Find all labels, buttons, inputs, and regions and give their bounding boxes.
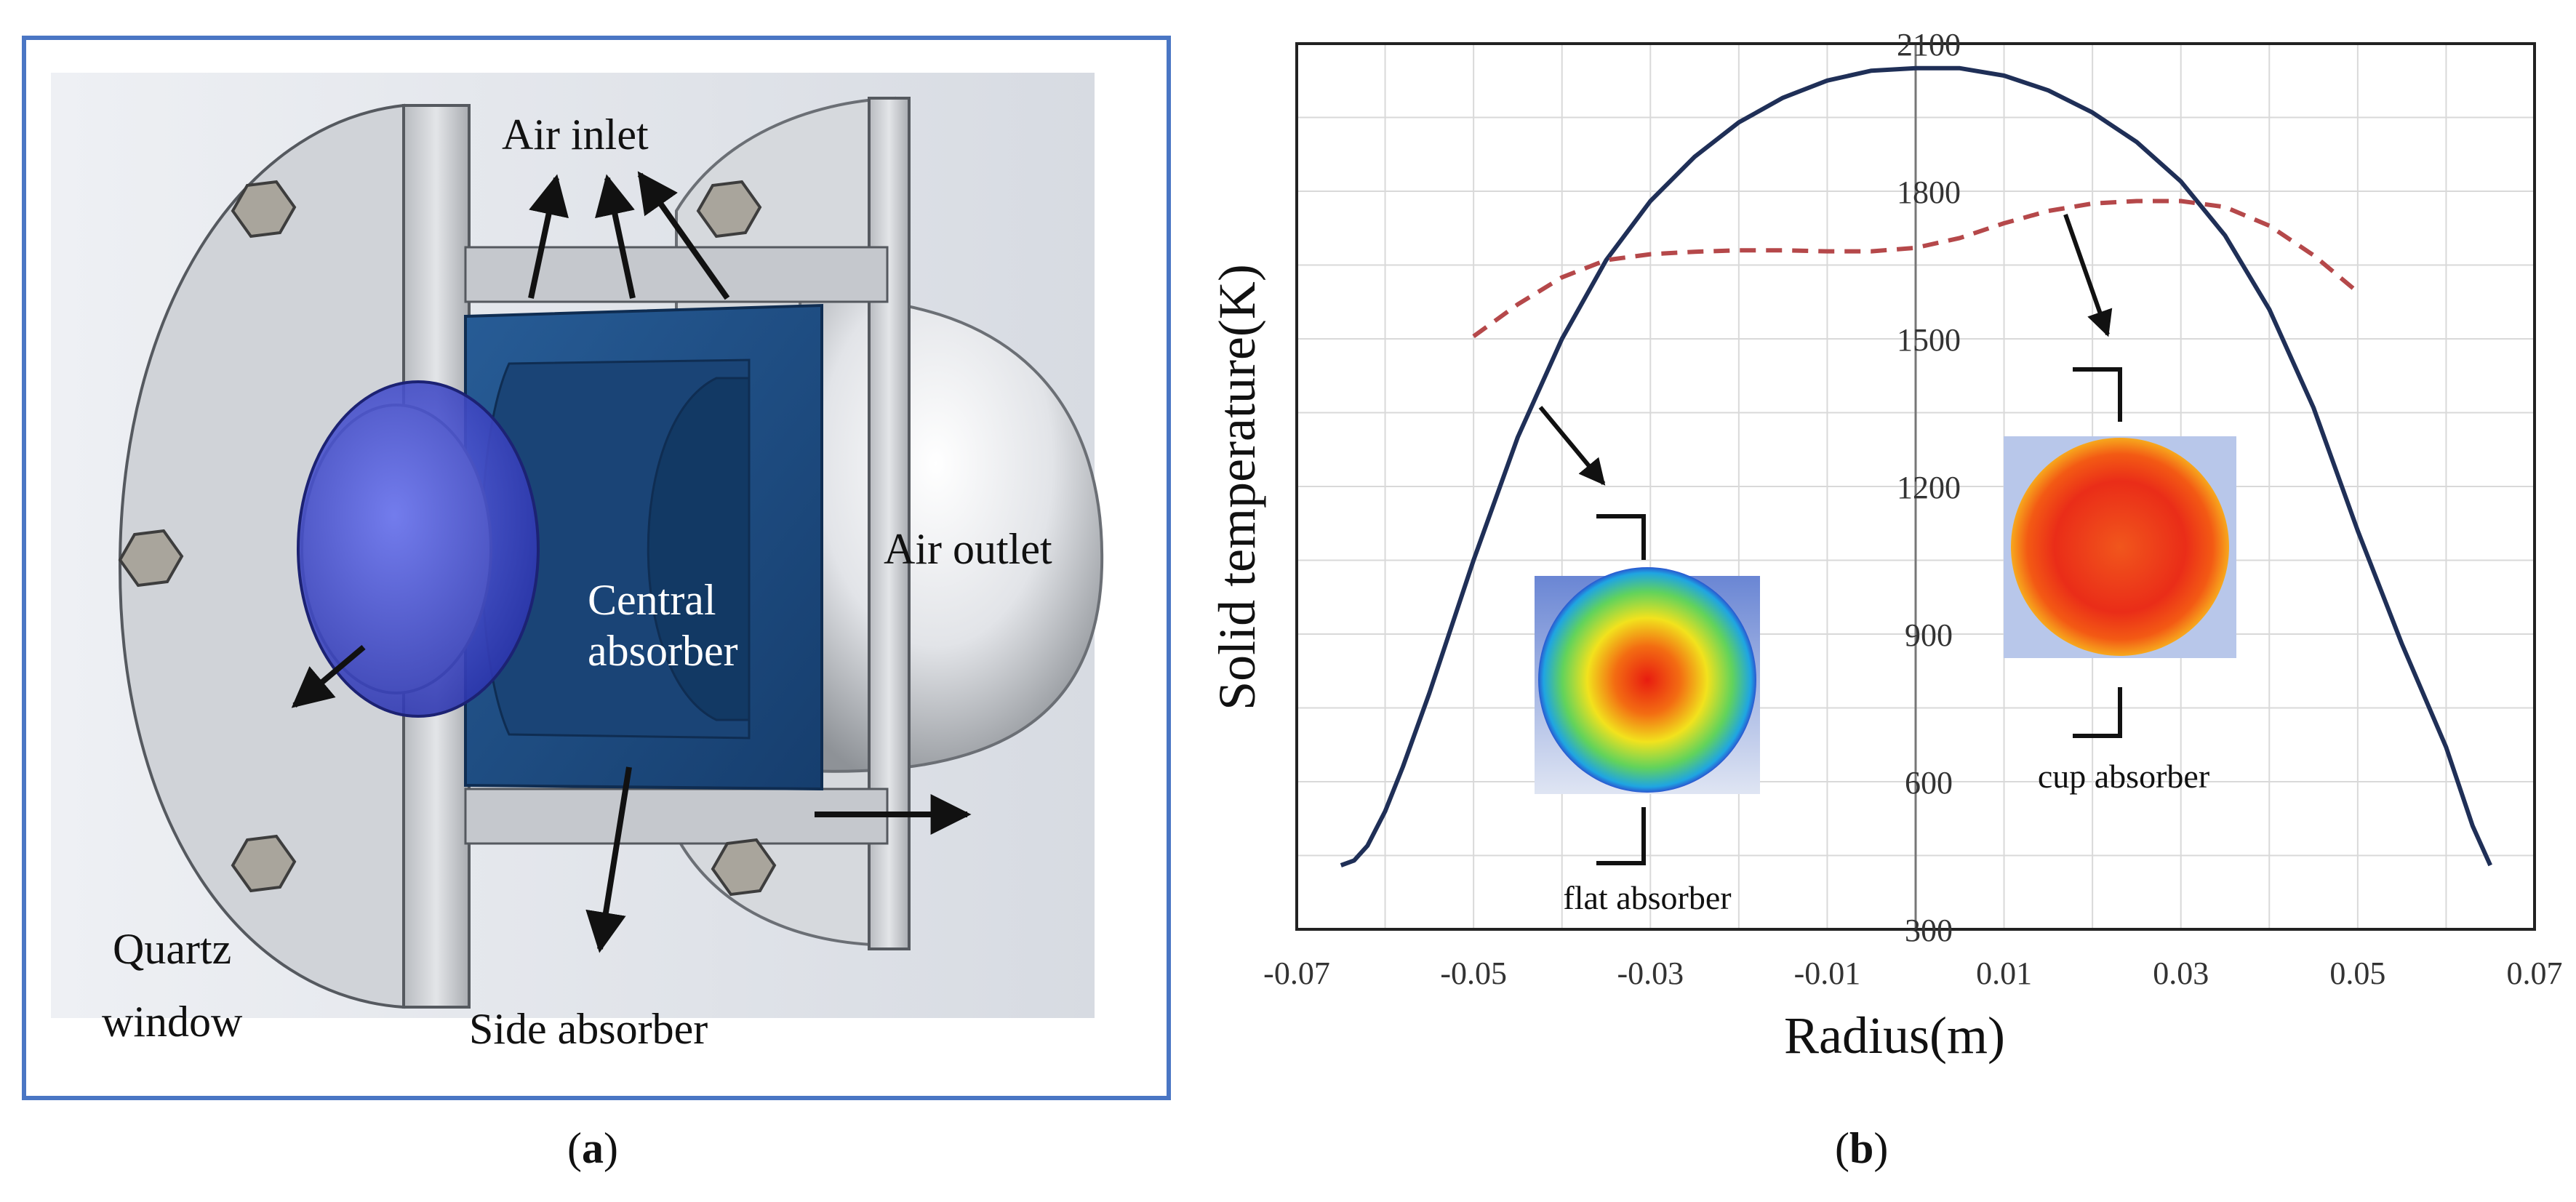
x-tick-label: -0.07 [1263, 955, 1330, 991]
panel-a-diagram: Air inlet Air outlet Central absorber Qu… [22, 36, 1171, 1100]
air-outlet-label: Air outlet [884, 525, 1052, 573]
series-line-1 [1340, 65, 2492, 868]
bolts [118, 180, 777, 897]
x-tick-label: -0.01 [1794, 955, 1861, 991]
air-inlet-label: Air inlet [502, 111, 649, 159]
y-tick-label: 900 [1905, 617, 1953, 653]
flat-absorber-label: flat absorber [1563, 879, 1731, 916]
series-line-2 [1472, 199, 2359, 339]
quartz-window-label-1: Quartz [113, 925, 231, 973]
plot-frame [1295, 42, 2536, 931]
x-tick-label: -0.05 [1440, 955, 1507, 991]
y-tick-label: 600 [1905, 765, 1953, 801]
quartz-window-label-2: window [102, 998, 243, 1046]
cup-absorber-inset: cup absorber [2004, 214, 2236, 795]
x-tick-label: 0.07 [2507, 955, 2563, 991]
side-absorber-label: Side absorber [469, 1005, 708, 1053]
annotation-arrows [291, 171, 972, 953]
y-axis-label: Solid temperature(K) [1208, 264, 1266, 710]
central-absorber-label-1: Central [588, 576, 716, 624]
caption-b: (b) [1835, 1124, 1889, 1172]
left-flange [118, 103, 405, 1009]
series-layer [1340, 65, 2492, 868]
cup-absorber-label: cup absorber [2038, 758, 2209, 795]
x-tick-label: 0.03 [2153, 955, 2209, 991]
x-tick-label: 0.01 [1976, 955, 2032, 991]
central-absorber-label-2: absorber [588, 627, 738, 675]
caption-a: (a) [567, 1124, 618, 1172]
x-tick-label: 0.05 [2329, 955, 2385, 991]
tick-labels: -0.07 -0.05 -0.03 -0.01 0.01 0.03 0.05 0.07 300 6… [1263, 27, 2562, 991]
caption-a-letter: a [581, 1124, 604, 1172]
y-tick-label: 1200 [1897, 470, 1961, 505]
flat-absorber-inset: flat absorber [1535, 406, 1760, 916]
y-tick-label: 1800 [1897, 175, 1961, 210]
quartz-window [297, 380, 540, 718]
x-tick-label: -0.03 [1617, 955, 1684, 991]
y-tick-label: 300 [1905, 913, 1953, 948]
caption-b-letter: b [1849, 1124, 1874, 1172]
y-tick-label: 1500 [1897, 322, 1961, 358]
cup-inner [647, 377, 751, 721]
y-tick-label: 2100 [1897, 27, 1961, 63]
x-axis-label: Radius(m) [1784, 1006, 2005, 1065]
